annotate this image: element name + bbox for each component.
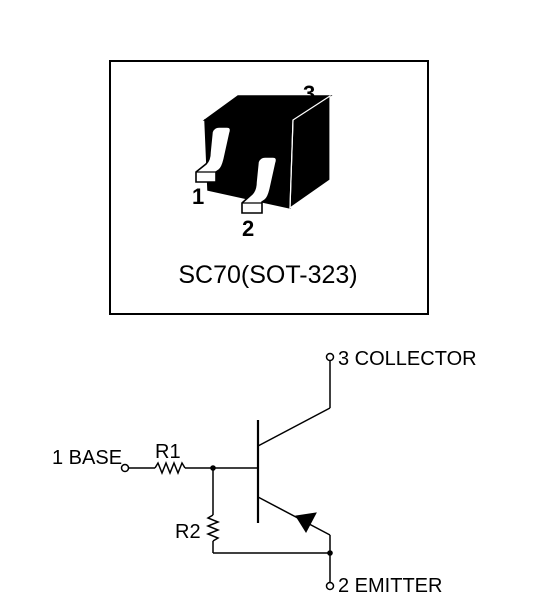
chip-edge — [289, 119, 294, 209]
emitter-arrow — [295, 512, 317, 534]
pin-2-number: 2 — [242, 216, 254, 241]
base-terminal — [120, 463, 130, 473]
transistor-schematic — [120, 352, 335, 591]
base-label: 1 BASE — [52, 447, 122, 469]
collector-lead — [257, 407, 331, 447]
r2-label: R2 — [175, 521, 201, 543]
pin-2-lead — [241, 156, 278, 214]
emitter-terminal — [325, 581, 335, 591]
pin-1-number: 1 — [192, 184, 204, 209]
package-figure: 3 1 2 SC70(SOT-323) — [109, 60, 429, 315]
pin-1-lead — [195, 126, 232, 183]
package-name: SC70(SOT-323) — [178, 261, 357, 289]
emitter-junction-dot — [327, 550, 333, 556]
r2-resistor — [205, 514, 221, 542]
pin-3-number: 3 — [303, 81, 315, 106]
emitter-label: 2 EMITTER — [338, 575, 442, 597]
r1-resistor — [154, 460, 186, 476]
emitter-lead — [257, 496, 331, 536]
collector-terminal — [325, 352, 335, 362]
collector-label: 3 COLLECTOR — [338, 348, 477, 370]
r1-label: R1 — [155, 441, 181, 463]
